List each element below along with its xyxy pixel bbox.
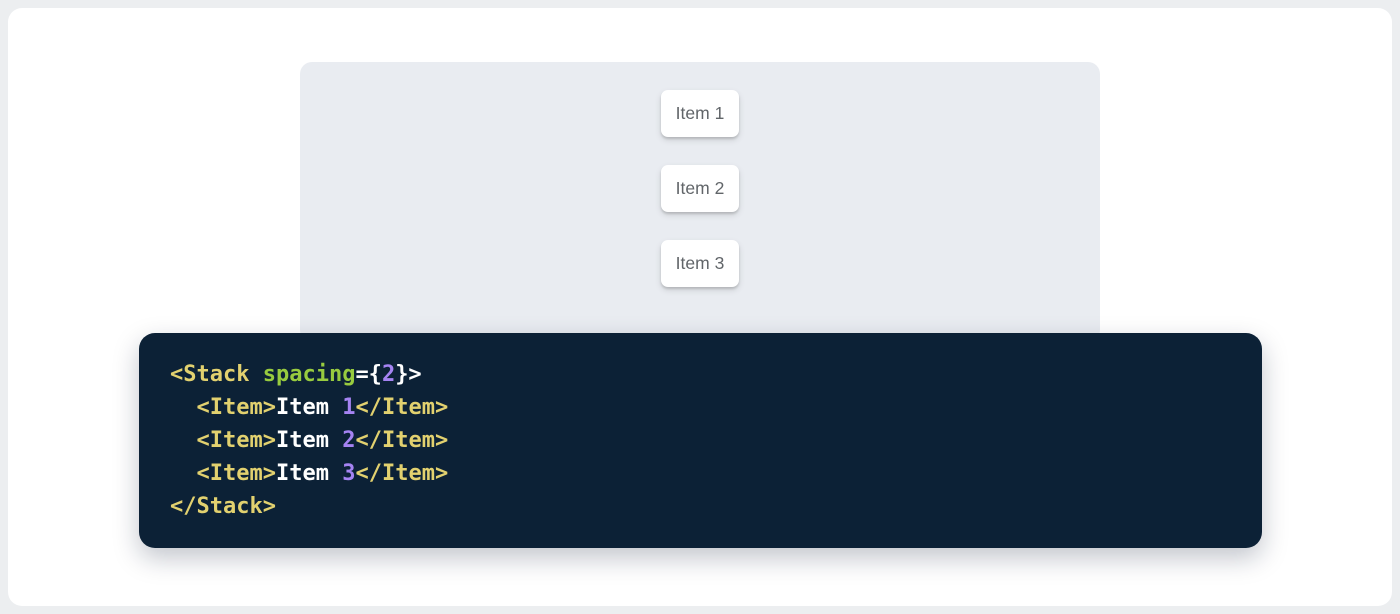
code-content: <Stack spacing={2}> <Item>Item 1</Item> … [170, 358, 1231, 523]
code-token-attr: spacing [263, 362, 356, 387]
code-line: <Item>Item 1</Item> [170, 391, 1231, 424]
code-token-num: 1 [342, 395, 355, 420]
code-token-plain: Item [276, 461, 342, 486]
code-token-tag: </Item> [355, 461, 448, 486]
code-token-num: 3 [342, 461, 355, 486]
code-token-plain [170, 428, 197, 453]
code-token-plain: Item [276, 395, 342, 420]
code-block: <Stack spacing={2}> <Item>Item 1</Item> … [139, 333, 1262, 548]
code-token-tag: </Item> [355, 395, 448, 420]
code-line: <Item>Item 2</Item> [170, 424, 1231, 457]
code-token-tag: <Stack [170, 362, 263, 387]
stack-item-card: Item 2 [661, 165, 739, 212]
code-line: </Stack> [170, 490, 1231, 523]
code-line: <Item>Item 3</Item> [170, 457, 1231, 490]
code-token-tag: <Item> [197, 395, 276, 420]
code-token-plain: Item [276, 428, 342, 453]
stack-item-card: Item 3 [661, 240, 739, 287]
code-token-tag: <Item> [197, 461, 276, 486]
code-token-tag: </Item> [355, 428, 448, 453]
code-token-plain: ={ [355, 362, 382, 387]
code-token-num: 2 [382, 362, 395, 387]
code-token-tag: </Stack> [170, 494, 276, 519]
content-card: Item 1Item 2Item 3 <Stack spacing={2}> <… [8, 8, 1392, 606]
code-token-plain: }> [395, 362, 422, 387]
code-token-plain [170, 461, 197, 486]
code-line: <Stack spacing={2}> [170, 358, 1231, 391]
demo-preview-panel: Item 1 Item 2 Item 3 [300, 62, 1100, 342]
code-token-tag: <Item> [197, 428, 276, 453]
stack-item-card: Item 1 [661, 90, 739, 137]
code-token-plain [170, 395, 197, 420]
code-token-num: 2 [342, 428, 355, 453]
